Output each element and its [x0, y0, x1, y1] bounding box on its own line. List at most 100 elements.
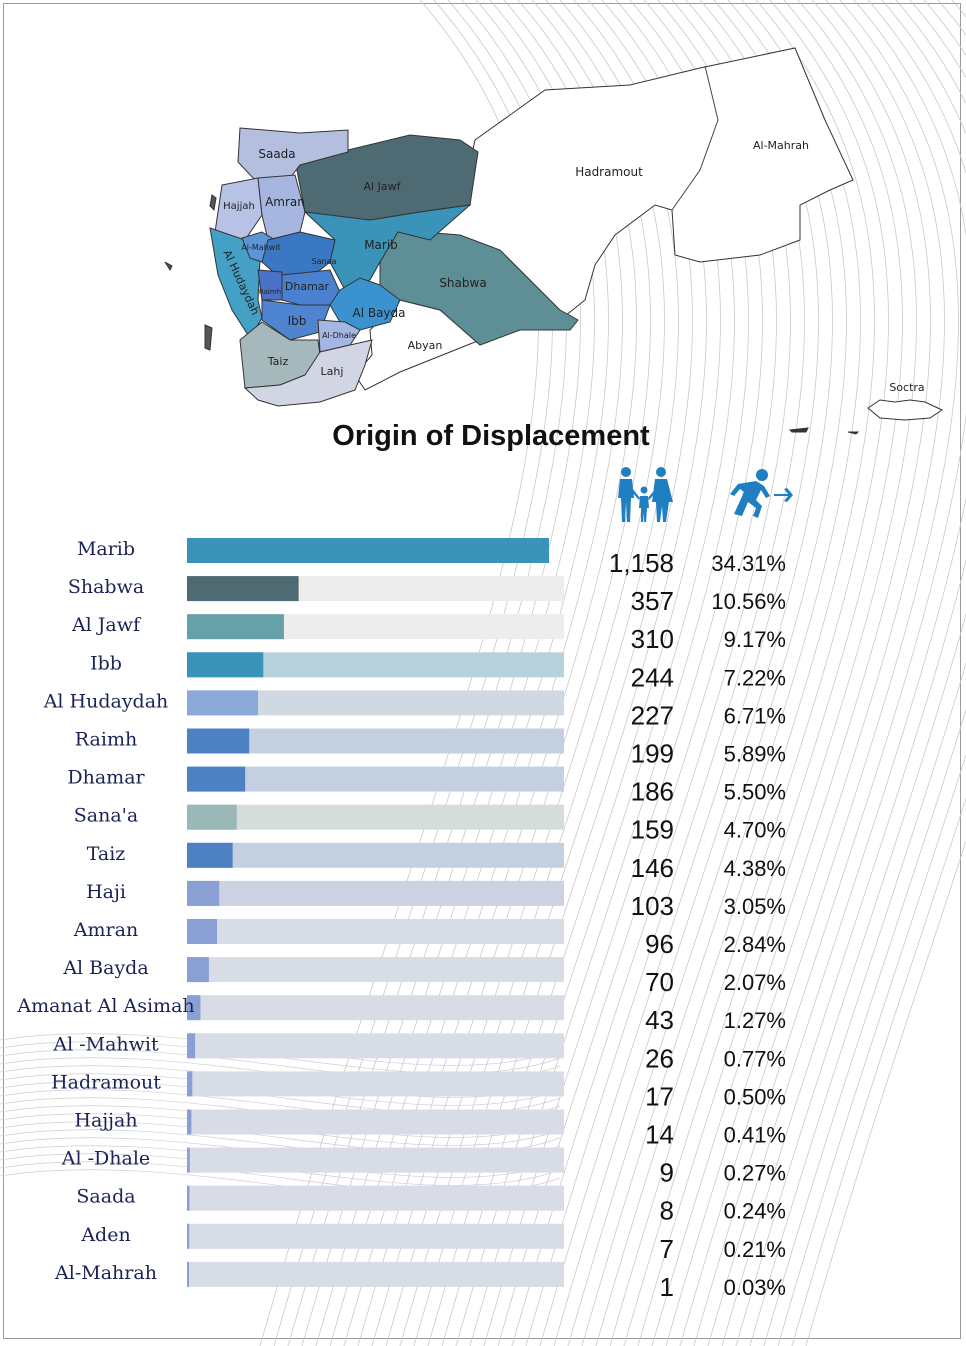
map-label-sanaa: Sanaa	[312, 257, 337, 266]
value-label: 17	[645, 1081, 674, 1111]
map-region-al-bayda	[329, 277, 401, 331]
bar-track	[187, 728, 564, 754]
map-region-soctra	[867, 399, 944, 421]
category-label: Aden	[80, 1224, 130, 1246]
value-label: 8	[660, 1196, 674, 1226]
bar-track	[187, 842, 564, 868]
value-label: 227	[631, 700, 674, 730]
bar	[187, 614, 284, 640]
bar-track	[187, 804, 564, 830]
value-label: 70	[645, 967, 674, 997]
category-label: Hadramout	[51, 1071, 161, 1093]
bar	[187, 804, 237, 830]
category-label: Taiz	[87, 843, 126, 865]
bar	[187, 919, 218, 944]
value-label: 96	[645, 929, 674, 959]
value-label: 7	[660, 1234, 674, 1264]
bar	[187, 766, 246, 792]
value-label: 103	[631, 891, 674, 921]
map-region-lahj	[243, 339, 373, 407]
percent-label: 4.70%	[724, 818, 786, 843]
page-title: Origin of Displacement	[332, 420, 650, 452]
percent-label: 4.38%	[724, 856, 786, 881]
value-label: 357	[631, 586, 674, 616]
percent-label: 0.41%	[724, 1123, 786, 1148]
category-label: Al Hudaydah	[43, 690, 169, 712]
percent-label: 3.05%	[724, 894, 786, 919]
bar-track	[187, 766, 564, 792]
bar-track	[187, 919, 564, 944]
bar	[187, 538, 549, 563]
bar	[187, 1147, 190, 1173]
category-label: Sana'a	[74, 805, 138, 827]
category-label: Ibb	[90, 652, 122, 674]
percent-label: 34.31%	[711, 551, 786, 576]
category-label: Al Bayda	[62, 957, 148, 979]
map-region-sanaa	[261, 231, 336, 279]
percent-label: 7.22%	[724, 665, 786, 690]
bar	[187, 690, 258, 716]
value-label: 186	[631, 777, 674, 807]
percent-label: 0.24%	[724, 1199, 786, 1224]
value-label: 9	[660, 1158, 674, 1188]
category-label: Amran	[73, 919, 138, 941]
percent-label: 1.27%	[724, 1008, 786, 1033]
bar-track	[187, 995, 564, 1021]
bar-track	[187, 1185, 564, 1211]
family-icon	[618, 467, 673, 522]
page-frame	[3, 3, 961, 1339]
map-label-raimh: Raimh	[259, 288, 281, 296]
bar-track	[187, 1147, 564, 1173]
map-label-taiz: Taiz	[267, 355, 289, 368]
category-label: Marib	[77, 538, 135, 560]
percent-label: 0.27%	[724, 1161, 786, 1186]
percent-label: 0.21%	[724, 1237, 786, 1262]
bar	[187, 1261, 189, 1287]
value-label: 14	[645, 1120, 674, 1150]
percent-label: 2.84%	[724, 932, 786, 957]
percent-label: 6.71%	[724, 703, 786, 728]
bar	[187, 1223, 190, 1249]
bar-track	[187, 1071, 564, 1097]
value-label: 26	[645, 1043, 674, 1073]
map-label-al-dhale: Al-Dhale	[322, 331, 356, 340]
bar-track	[187, 957, 564, 983]
map-label-hadramout: Hadramout	[575, 165, 643, 179]
bar	[187, 842, 233, 868]
map-label-amran: Amran	[265, 195, 305, 209]
bar	[187, 1071, 193, 1097]
percent-label: 0.50%	[724, 1084, 786, 1109]
map-islands	[164, 194, 217, 351]
map-region-al-dhale	[317, 319, 361, 353]
category-label: Al Jawf	[71, 614, 142, 636]
map-label-abyan: Abyan	[408, 339, 443, 352]
category-label: Amanat Al Asimah	[16, 995, 194, 1017]
map-region-saada	[237, 127, 349, 181]
bar-track	[187, 1109, 564, 1135]
bar	[187, 728, 250, 754]
value-label: 1,158	[609, 548, 674, 578]
value-label: 310	[631, 624, 674, 654]
percent-label: 5.50%	[724, 780, 786, 805]
bar	[187, 957, 209, 983]
bar	[187, 1033, 196, 1059]
value-label: 1	[660, 1272, 674, 1302]
percent-label: 9.17%	[724, 627, 786, 652]
bar	[187, 652, 264, 678]
map-region-hajjah	[214, 177, 263, 241]
map-label-al-mahwit: Al-Mahwit	[241, 243, 280, 252]
category-label: Haji	[86, 881, 126, 903]
bar	[187, 576, 299, 602]
bar-track	[187, 1261, 564, 1287]
map-label-lahj: Lahj	[321, 365, 344, 378]
category-label: Saada	[76, 1186, 135, 1208]
map-label-saada: Saada	[258, 147, 295, 161]
value-label: 199	[631, 739, 674, 769]
percent-label: 0.77%	[724, 1046, 786, 1071]
map-label-dhamar: Dhamar	[285, 280, 330, 293]
category-label: Hajjah	[74, 1110, 137, 1132]
value-label: 146	[631, 853, 674, 883]
bar	[187, 1185, 190, 1211]
category-label: Raimh	[75, 729, 137, 751]
